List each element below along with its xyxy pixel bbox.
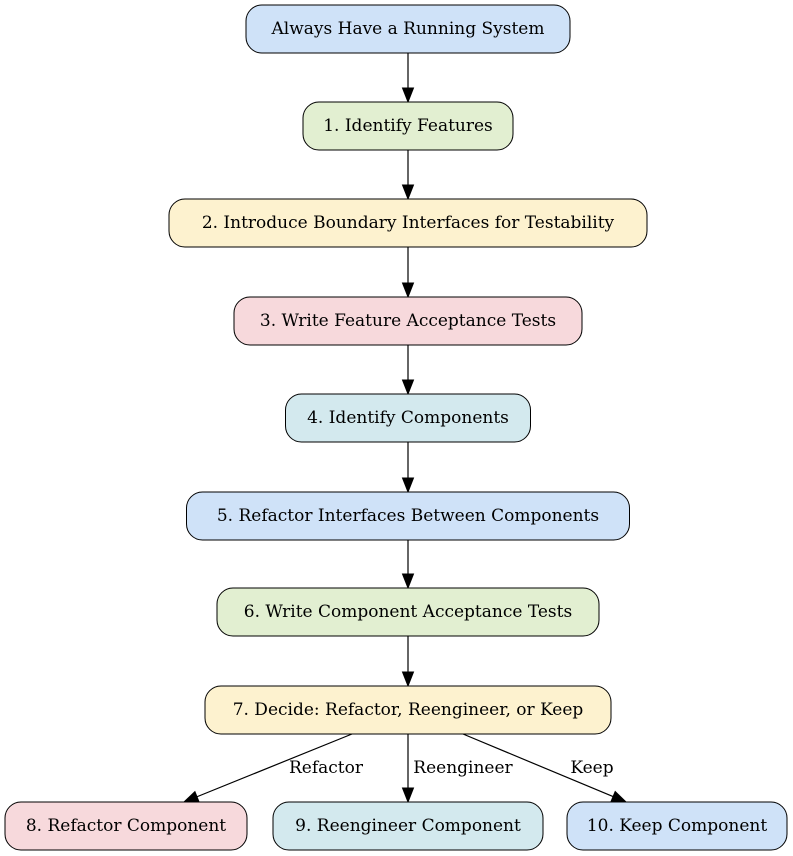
arrowhead-icon: [401, 184, 415, 201]
node-step7: 7. Decide: Refactor, Reengineer, or Keep: [204, 685, 612, 735]
node-label: 6. Write Component Acceptance Tests: [244, 602, 572, 622]
edge-step1-to-step2: [401, 150, 415, 201]
node-step5: 5. Refactor Interfaces Between Component…: [186, 491, 630, 541]
node-label: 3. Write Feature Acceptance Tests: [260, 311, 556, 331]
node-label: 7. Decide: Refactor, Reengineer, or Keep: [233, 700, 584, 720]
node-label: 1. Identify Features: [323, 116, 493, 136]
node-label: 10. Keep Component: [587, 816, 768, 836]
edge-step5-to-step6: [401, 540, 415, 590]
edge-step7-to-step10: Keep: [462, 733, 628, 803]
edge-label: Refactor: [289, 758, 364, 778]
node-box: [285, 393, 531, 443]
node-box: [272, 801, 544, 851]
node-box: [302, 101, 514, 151]
node-step6: 6. Write Component Acceptance Tests: [216, 587, 600, 637]
edge-line: [196, 733, 353, 798]
node-label: 2. Introduce Boundary Interfaces for Tes…: [202, 213, 615, 233]
arrowhead-icon: [401, 87, 415, 104]
node-step2: 2. Introduce Boundary Interfaces for Tes…: [168, 198, 648, 248]
node-box: [4, 801, 248, 851]
edge-step3-to-step4: [401, 345, 415, 396]
edge-step4-to-step5: [401, 442, 415, 494]
arrowhead-icon: [401, 379, 415, 396]
node-label: 9. Reengineer Component: [295, 816, 521, 836]
node-box: [245, 4, 571, 54]
node-box: [186, 491, 630, 541]
arrowhead-icon: [401, 282, 415, 299]
edge-line: [462, 733, 614, 798]
node-step9: 9. Reengineer Component: [272, 801, 544, 851]
node-label: 4. Identify Components: [307, 408, 509, 428]
node-box: [233, 296, 583, 346]
edge-step7-to-step9: Reengineer: [401, 734, 514, 804]
edge-start-to-step1: [401, 53, 415, 104]
arrowhead-icon: [401, 787, 415, 804]
edges-layer: Refactor Reengineer Keep: [182, 53, 628, 804]
arrowhead-icon: [610, 790, 628, 803]
node-step10: 10. Keep Component: [566, 801, 788, 851]
arrowhead-icon: [401, 477, 415, 494]
edge-step7-to-step8: Refactor: [182, 733, 364, 803]
node-step3: 3. Write Feature Acceptance Tests: [233, 296, 583, 346]
node-box: [566, 801, 788, 851]
edge-step2-to-step3: [401, 247, 415, 299]
node-box: [204, 685, 612, 735]
arrowhead-icon: [182, 790, 200, 803]
node-label: 8. Refactor Component: [26, 816, 226, 836]
node-box: [216, 587, 600, 637]
node-box: [168, 198, 648, 248]
node-step1: 1. Identify Features: [302, 101, 514, 151]
edge-step6-to-step7: [401, 636, 415, 688]
node-step8: 8. Refactor Component: [4, 801, 248, 851]
arrowhead-icon: [401, 573, 415, 590]
node-start: Always Have a Running System: [245, 4, 571, 54]
arrowhead-icon: [401, 671, 415, 688]
node-label: 5. Refactor Interfaces Between Component…: [217, 506, 599, 526]
node-label: Always Have a Running System: [270, 19, 544, 39]
edge-label: Reengineer: [413, 758, 513, 778]
node-step4: 4. Identify Components: [285, 393, 531, 443]
nodes-layer: Always Have a Running System 1. Identify …: [4, 4, 788, 851]
edge-label: Keep: [570, 758, 613, 778]
